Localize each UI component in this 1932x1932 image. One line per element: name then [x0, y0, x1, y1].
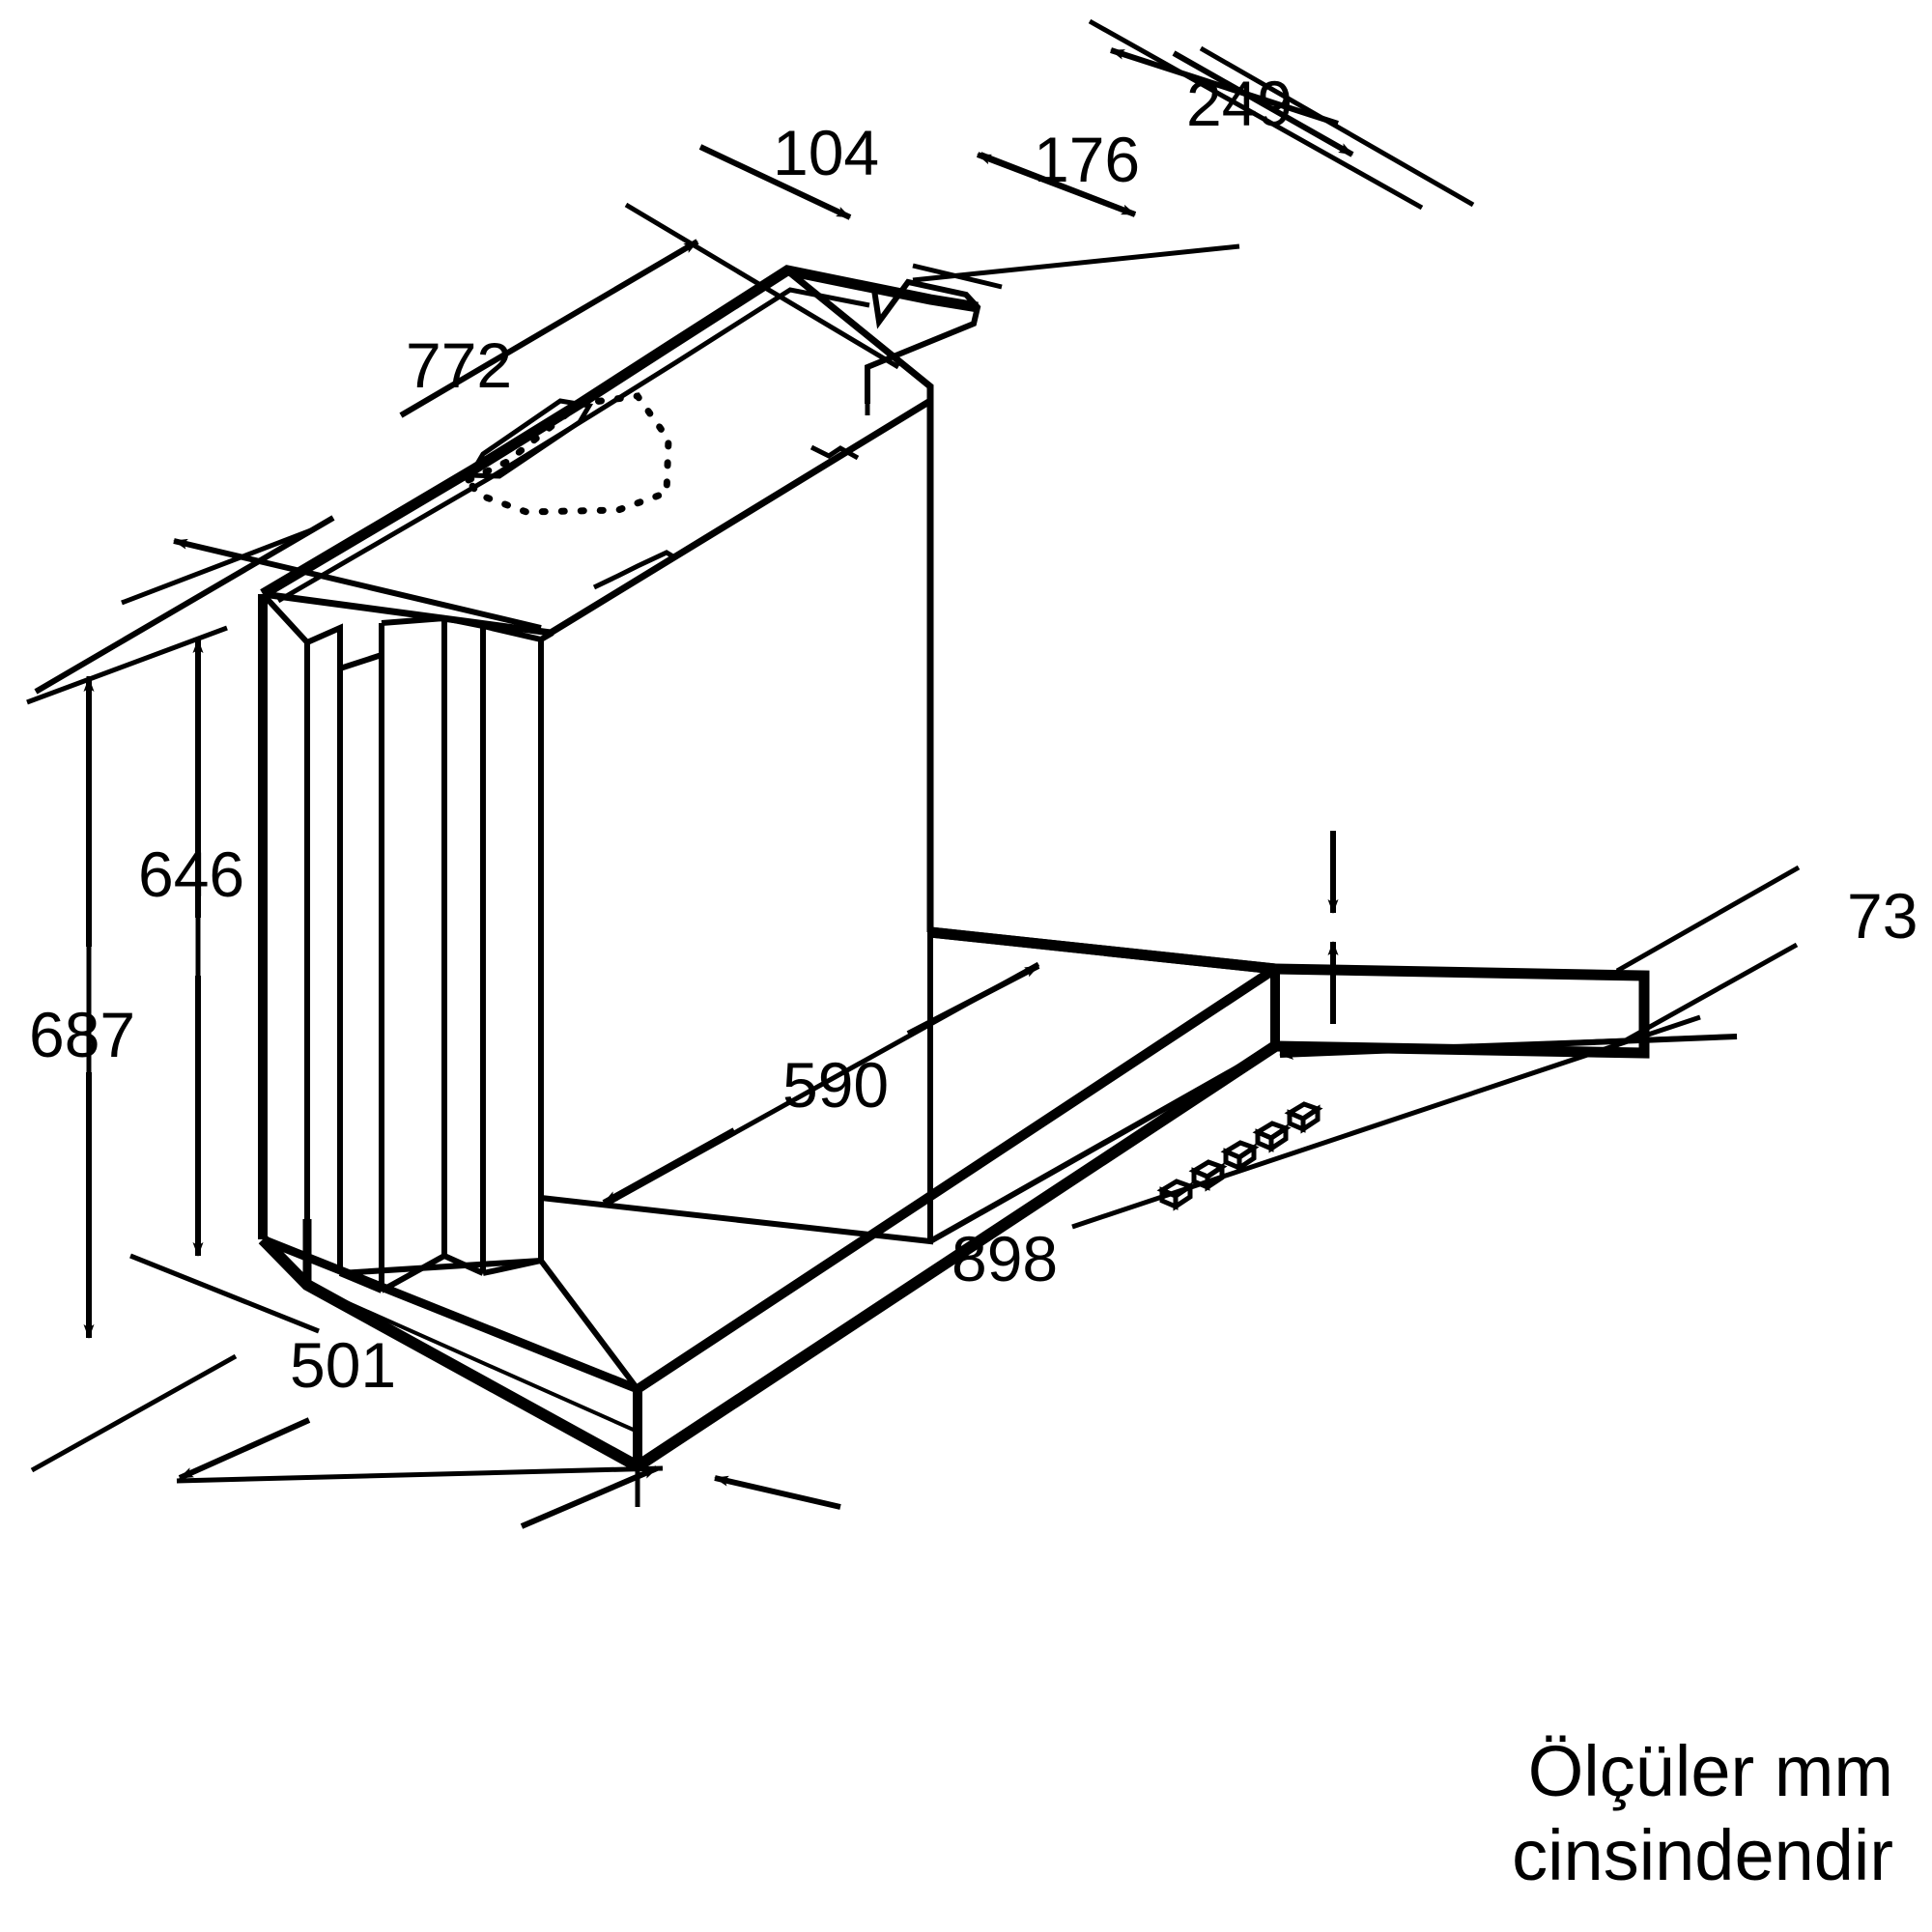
- ext-line-flue-a: [1088, 18, 1424, 211]
- dim-arrow-898-right: [1279, 1034, 1738, 1060]
- dim-arrow-772-right: [399, 239, 699, 418]
- ext-tick-687-top: [26, 625, 228, 705]
- ext-tick-646-top: [121, 527, 312, 606]
- ext-line-flue-b: [1199, 45, 1475, 208]
- ext-line-flue-c: [912, 243, 1240, 283]
- dim-arrow-249-right: [1172, 50, 1354, 157]
- ext-line-flue-d: [912, 263, 1003, 290]
- dimension-label-898: 898: [952, 1223, 1059, 1294]
- dim-arrow-501-left: [178, 1417, 311, 1481]
- dimension-label-687: 687: [29, 999, 136, 1070]
- ext-line-772-b: [624, 202, 900, 370]
- dimension-label-772: 772: [406, 329, 513, 401]
- dim-line-590: [602, 961, 1040, 1208]
- dimension-label-590: 590: [782, 1049, 890, 1121]
- ext-tick-687-bot: [30, 1353, 238, 1473]
- unit-note-line-2: cinsindendir: [1512, 1815, 1893, 1896]
- dimension-label-104: 104: [773, 117, 880, 188]
- dim-arrow-249-left: [1110, 47, 1339, 127]
- dimension-label-249: 249: [1186, 68, 1293, 139]
- dim-arrow-176-left: [976, 152, 1137, 217]
- dim-arrow-590-left: [602, 1127, 736, 1206]
- dim-line-501: [176, 1465, 664, 1484]
- ext-line-898: [1071, 1014, 1701, 1230]
- dim-arrow-772-left: [173, 538, 542, 631]
- ext-line-772-a: [34, 515, 335, 695]
- dimension-label-73: 73: [1847, 880, 1918, 952]
- unit-note: Ölçüler mm cinsindendir: [1121, 1729, 1893, 1898]
- ext-tick-646-bot: [129, 1253, 320, 1334]
- unit-note-line-1: Ölçüler mm: [1527, 1731, 1893, 1811]
- dimension-label-646: 646: [138, 838, 245, 910]
- dimension-label-176: 176: [1034, 124, 1141, 195]
- dim-arrow-898-left: [714, 1475, 841, 1510]
- ext-tick-73-top: [1615, 865, 1801, 974]
- dim-arrow-104: [698, 144, 852, 220]
- dimension-lines: [26, 18, 1801, 1529]
- dimension-label-501: 501: [290, 1329, 397, 1401]
- hood-body: [258, 265, 1280, 1239]
- ext-tick-73-bot: [1613, 942, 1799, 1049]
- dim-arrow-501-right: [520, 1465, 659, 1529]
